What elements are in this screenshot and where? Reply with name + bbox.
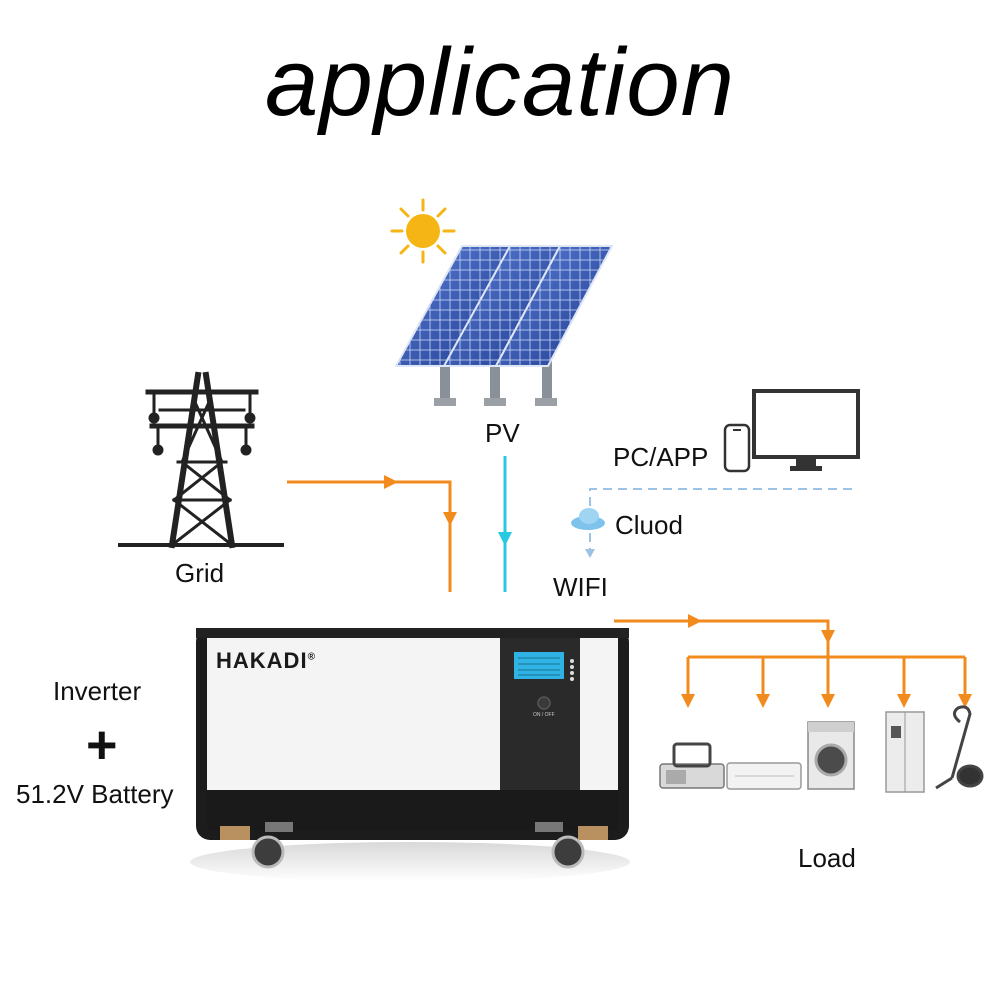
solar-panel-icon: [494, 245, 614, 406]
plus-sign: +: [86, 715, 118, 775]
washing-machine-icon: [807, 721, 855, 790]
pc-app-label: PC/APP: [613, 442, 709, 472]
inverter-label: Inverter: [53, 676, 142, 706]
sun-icon: [390, 198, 456, 264]
refrigerator-icon: [885, 711, 925, 793]
air-purifier-icon: [726, 762, 802, 790]
transmission-tower-icon: [118, 371, 284, 549]
power-button-icon: [537, 696, 551, 710]
inverter-battery-unit: [190, 628, 630, 882]
grid-label: Grid: [175, 558, 225, 588]
pv-flow-line: [498, 456, 512, 592]
load-flow-arrows: [681, 614, 972, 708]
data-link-line: [589, 488, 852, 552]
brand-logo: HAKADI®: [216, 648, 316, 673]
battery-label: 51.2V Battery: [16, 779, 174, 809]
monitor-icon: [752, 389, 860, 471]
generator-icon: [659, 742, 725, 789]
wheel-icon: [220, 826, 285, 869]
solar-panel-icon: [442, 245, 562, 406]
data-link-arrow: [585, 549, 595, 558]
smartphone-icon: [723, 423, 751, 473]
wifi-label: WIFI: [553, 572, 608, 602]
wheel-icon: [551, 826, 608, 869]
grid-flow-line: [287, 475, 457, 592]
load-label: Load: [798, 843, 856, 873]
power-button-label: ON / OFF: [533, 712, 555, 718]
pv-label: PV: [485, 418, 520, 448]
solar-panel-array: [394, 245, 614, 406]
cloud-label: Cluod: [615, 510, 683, 540]
load-flow-line: [614, 619, 967, 700]
vacuum-cleaner-icon: [935, 705, 984, 790]
cloud-icon: [571, 508, 605, 530]
page-title: application: [265, 29, 735, 136]
